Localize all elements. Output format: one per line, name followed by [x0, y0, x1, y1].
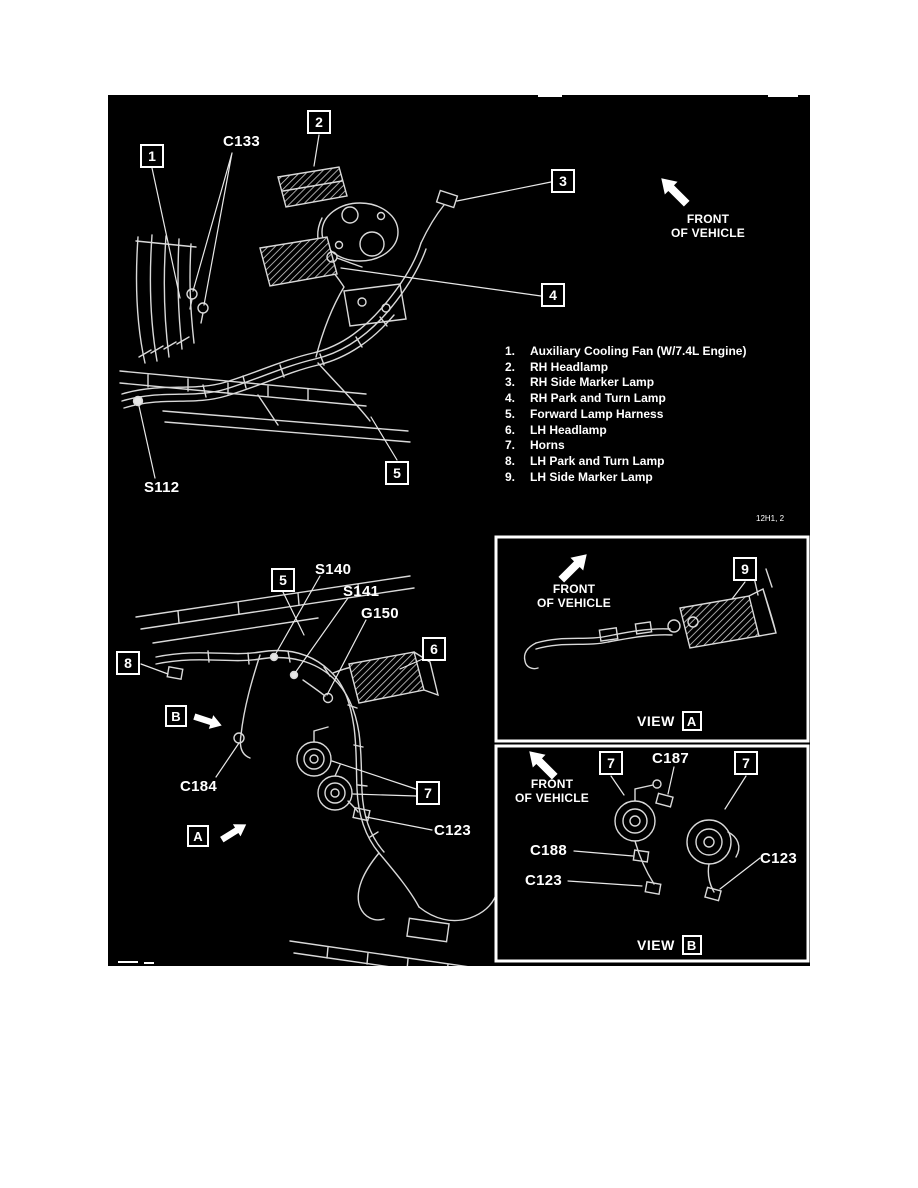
callout-4: 4: [541, 283, 565, 307]
callout-7: 7: [416, 781, 440, 805]
legend-num: 3.: [505, 375, 516, 390]
legend-item: 4. RH Park and Turn Lamp: [505, 391, 746, 407]
label-s112: S112: [144, 479, 180, 496]
callout-5: 5: [385, 461, 409, 485]
view-a-art: [523, 568, 777, 670]
harness-art: [121, 204, 445, 422]
legend-num: 7.: [505, 438, 516, 453]
legend-num: 4.: [505, 391, 516, 406]
label-c184: C184: [180, 778, 218, 795]
legend-text: LH Park and Turn Lamp: [530, 453, 665, 468]
front-of-vehicle-top: FRONT OF VEHICLE: [653, 212, 763, 240]
front-of-vehicle-line1: FRONT: [530, 777, 574, 791]
forward-lamp-harness-diagram: 1 2 3 4 5 C133 S112 FRONT OF VEHICLE 1. A…: [108, 95, 810, 966]
callout-6: 6: [422, 637, 446, 661]
callout-1: 1: [140, 144, 164, 168]
callout-8: 8: [116, 651, 140, 675]
label-c123-left: C123: [525, 872, 563, 889]
view-marker-b: B: [165, 705, 187, 727]
callout-7-view-b-left: 7: [599, 751, 623, 775]
callout-7-view-b-right: 7: [734, 751, 758, 775]
side-marker-connector-art: [435, 189, 459, 209]
legend-text: Auxiliary Cooling Fan (W/7.4L Engine): [530, 344, 747, 358]
label-c123: C123: [434, 822, 472, 839]
legend-item: 6. LH Headlamp: [505, 423, 746, 439]
bottom-left-leader-lines: [140, 575, 433, 831]
legend-text: Horns: [530, 438, 565, 453]
legend-num: 5.: [505, 406, 516, 421]
view-b-art: [567, 766, 761, 902]
legend-item: 7. Horns: [505, 438, 746, 454]
scan-artifacts: [118, 95, 798, 964]
bracket-art: [343, 283, 407, 327]
legend-num: 8.: [505, 453, 516, 468]
cooling-fan-art: [135, 234, 197, 364]
front-of-vehicle-line2: OF VEHICLE: [514, 791, 589, 805]
legend-text: RH Side Marker Lamp: [530, 375, 655, 390]
front-of-vehicle-line2: OF VEHICLE: [670, 226, 745, 240]
rh-headlamp-art: [277, 166, 399, 262]
front-of-vehicle-view-a: FRONT OF VEHICLE: [524, 582, 624, 610]
view-b-panel-border: [494, 744, 810, 963]
view-b-letter-box: B: [681, 935, 702, 955]
label-c187: C187: [652, 750, 690, 767]
legend-num: 9.: [505, 469, 516, 484]
label-g150: G150: [361, 605, 399, 622]
legend-num: 2.: [505, 359, 516, 374]
legend-text: LH Side Marker Lamp: [530, 469, 653, 484]
rh-park-turn-lamp-art: [259, 236, 363, 287]
front-of-vehicle-line1: FRONT: [552, 582, 596, 596]
front-of-vehicle-view-b: FRONT OF VEHICLE: [502, 777, 602, 805]
label-c188: C188: [530, 842, 568, 859]
legend-item: 8. LH Park and Turn Lamp: [505, 454, 746, 470]
legend-text: RH Park and Turn Lamp: [530, 391, 666, 406]
s112-splice-art: [132, 395, 144, 407]
view-b-leader-lines: [567, 766, 761, 890]
label-s141: S141: [343, 583, 380, 600]
view-a-letter-box: A: [681, 711, 702, 731]
front-arrow-view-a-icon: [554, 547, 594, 587]
legend-text: LH Headlamp: [530, 422, 607, 437]
view-a-label: VIEW: [637, 713, 675, 729]
view-b-tag: VIEW B: [637, 935, 702, 955]
horns-art: [296, 726, 353, 811]
view-b-label: VIEW: [637, 937, 675, 953]
diagram-line-art: [118, 95, 810, 966]
top-diagram-art: [119, 134, 552, 479]
figure-ref: 12H1, 2: [756, 514, 785, 523]
label-c123-right: C123: [760, 850, 798, 867]
label-s140: S140: [315, 561, 352, 578]
front-arrow-top-icon: [654, 171, 694, 211]
view-marker-a: A: [187, 825, 209, 847]
view-b-direction-arrow-icon: [192, 709, 224, 733]
label-c133: C133: [223, 133, 261, 150]
legend-item: 5. Forward Lamp Harness: [505, 407, 746, 423]
callout-2: 2: [307, 110, 331, 134]
c133-connector-art: [186, 288, 209, 324]
legend-text: RH Headlamp: [530, 359, 609, 374]
front-of-vehicle-line1: FRONT: [686, 212, 730, 226]
legend-text: Forward Lamp Harness: [530, 406, 664, 421]
legend-item: 1. Auxiliary Cooling Fan (W/7.4L Engine): [505, 344, 746, 360]
legend-item: 9. LH Side Marker Lamp: [505, 470, 746, 486]
callout-5-bottom: 5: [271, 568, 295, 592]
view-a-tag: VIEW A: [637, 711, 702, 731]
view-a-panel-border: [494, 535, 810, 743]
callout-3: 3: [551, 169, 575, 193]
legend: 1.Auxiliary Cooling Fan (W/7.4L Engine) …: [505, 344, 746, 485]
front-of-vehicle-line2: OF VEHICLE: [536, 596, 611, 610]
legend-num: 6.: [505, 422, 516, 437]
top-leader-lines: [138, 134, 552, 479]
legend-item: 3. RH Side Marker Lamp: [505, 375, 746, 391]
lh-harness-art: [155, 649, 497, 922]
legend-item: 2. RH Headlamp: [505, 360, 746, 376]
callout-9: 9: [733, 557, 757, 581]
view-a-direction-arrow-icon: [217, 818, 251, 846]
bottom-left-diagram-art: [135, 575, 497, 966]
legend-num: 1.: [505, 344, 516, 358]
